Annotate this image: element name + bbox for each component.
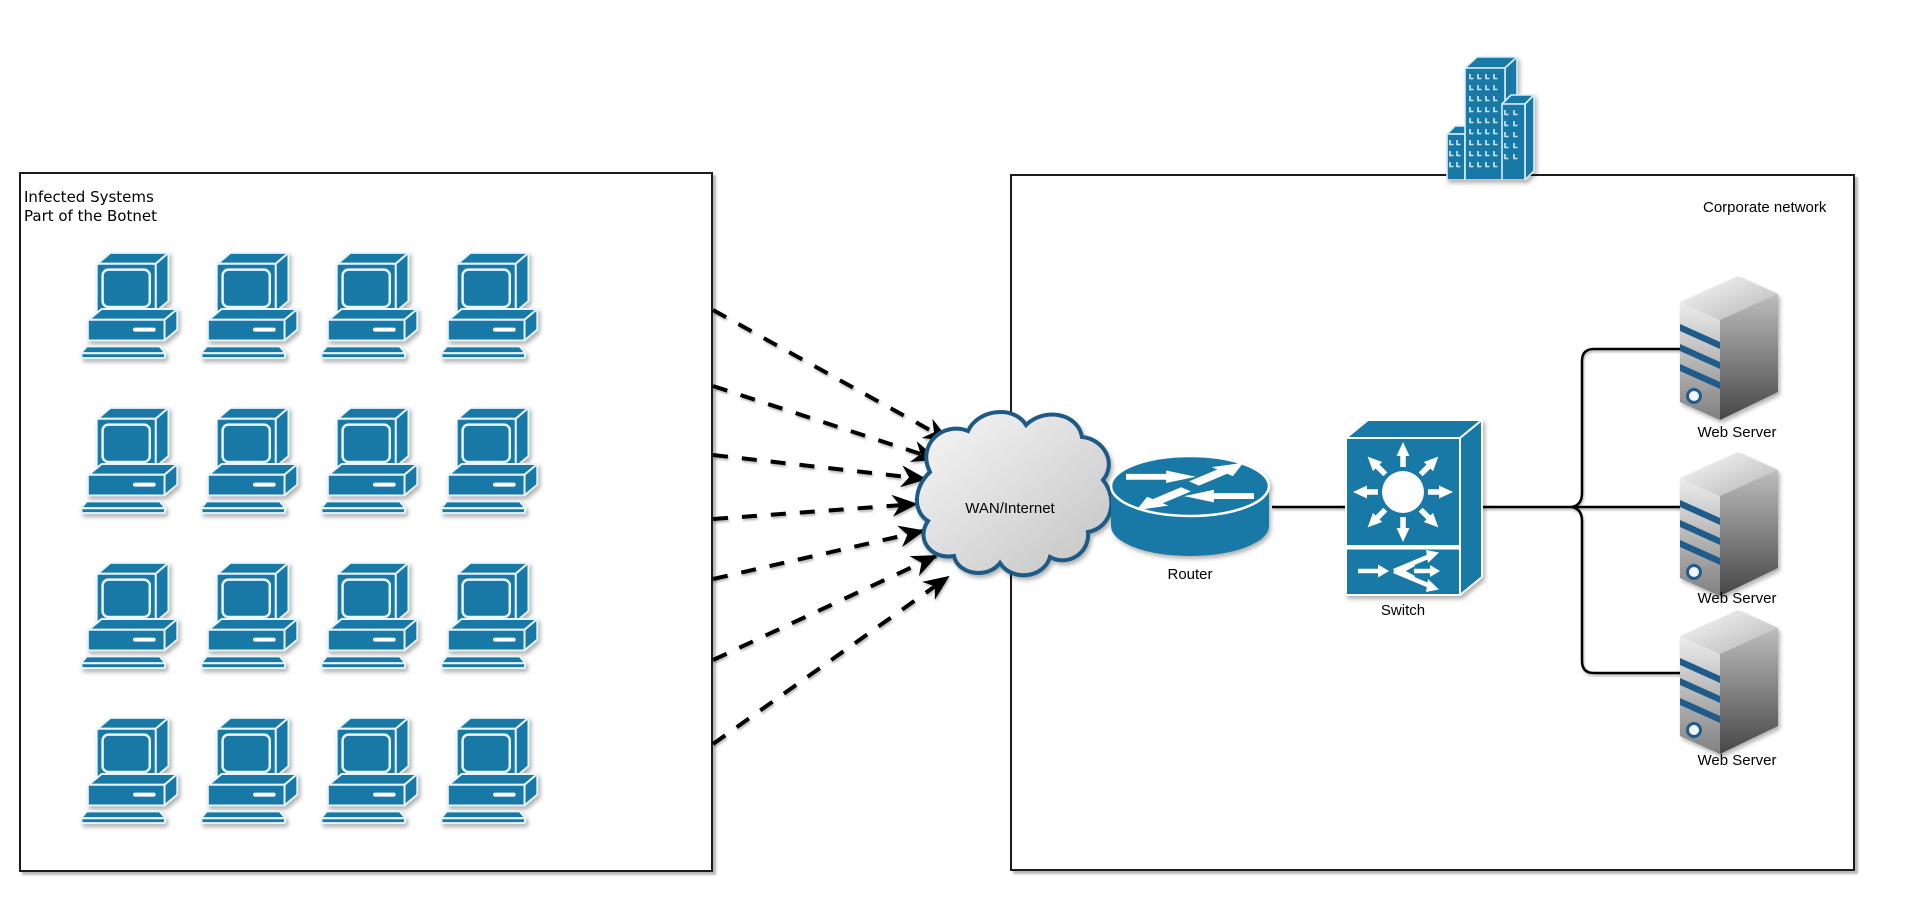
- attack-arrow: [711, 575, 950, 746]
- attack-arrow: [712, 525, 925, 581]
- web-server-label: Web Server: [1697, 590, 1777, 607]
- botnet-label-line2: Part of the Botnet: [24, 207, 157, 225]
- infected-computer-icon: [439, 561, 539, 670]
- web-server-label: Web Server: [1697, 752, 1777, 769]
- infected-computer-icon: [319, 406, 419, 515]
- infected-computer-icon: [79, 561, 179, 670]
- wan-internet-label: WAN/Internet: [965, 500, 1055, 517]
- infected-computer-icon: [79, 251, 179, 360]
- infected-computer-icon: [319, 561, 419, 670]
- office-building-icon: [1446, 56, 1535, 180]
- infected-computer-icon: [319, 716, 419, 825]
- infected-computer-icon: [199, 406, 299, 515]
- web-server-icon: [1680, 274, 1780, 422]
- attack-arrow: [712, 494, 918, 521]
- network-link: [1571, 505, 1690, 675]
- web-server-icon: [1680, 450, 1780, 598]
- switch-label: Switch: [1380, 602, 1426, 619]
- infected-computer-icon: [79, 716, 179, 825]
- attack-arrow: [712, 308, 950, 442]
- attack-arrow: [712, 384, 938, 462]
- infected-computer-icon: [439, 251, 539, 360]
- attack-arrow: [712, 554, 938, 662]
- attack-arrow: [712, 453, 927, 488]
- router-icon: [1109, 454, 1271, 556]
- attack-arrows-group: [711, 308, 950, 746]
- infected-computer-icon: [199, 561, 299, 670]
- infected-computer-icon: [439, 716, 539, 825]
- infected-computer-icon: [319, 251, 419, 360]
- network-links-group: [1272, 347, 1690, 675]
- infected-computer-icon: [199, 716, 299, 825]
- switch-icon: [1345, 419, 1483, 596]
- network-link: [1571, 347, 1690, 509]
- infected-computer-icon: [79, 406, 179, 515]
- infected-computer-icon: [199, 251, 299, 360]
- router-label: Router: [1167, 566, 1213, 583]
- web-server-icon: [1680, 608, 1780, 756]
- botnet-label-line1: Infected Systems: [24, 188, 154, 206]
- infected-computer-icon: [439, 406, 539, 515]
- wan-internet-cloud-icon: [914, 410, 1114, 578]
- web-server-label: Web Server: [1697, 424, 1777, 441]
- corporate-network-label: Corporate network: [1703, 199, 1827, 216]
- infected-computers-grid: [79, 251, 539, 825]
